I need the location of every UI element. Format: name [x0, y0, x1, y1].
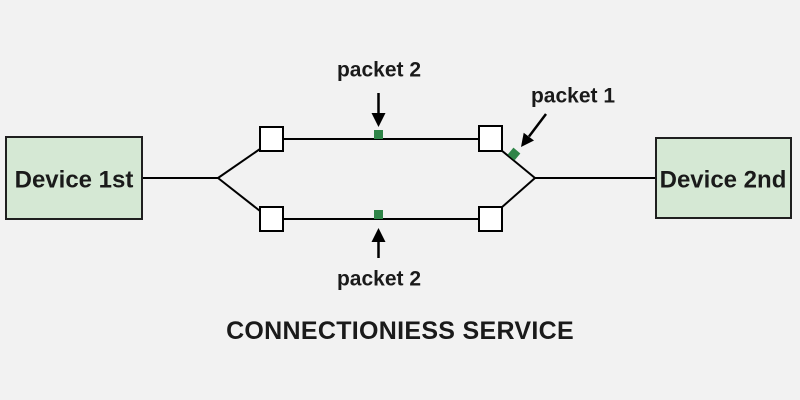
arrow-head-down-icon — [371, 113, 386, 127]
device-1-label: Device 1st — [15, 167, 134, 194]
packet-1-label: packet 1 — [531, 85, 615, 108]
packet-2-bottom-label: packet 2 — [337, 268, 421, 291]
link-bottom-right-node-to-right-fork — [500, 177, 536, 209]
link-left-fork-to-top-left-node — [217, 148, 261, 179]
arrow-head-up-icon — [371, 228, 386, 242]
device-2-label: Device 2nd — [660, 167, 787, 194]
arrow-to-top-packet — [371, 93, 386, 127]
arrow-shaft — [528, 113, 547, 138]
node-square-top-left — [259, 126, 284, 152]
device-2-box — [655, 137, 792, 219]
packet-marker-bottom — [374, 210, 383, 219]
packet-marker-right — [507, 147, 521, 161]
node-square-bottom-right — [478, 206, 503, 232]
link-left-fork-to-bottom-left-node — [217, 177, 261, 212]
link-top-right-node-to-right-fork — [500, 149, 536, 179]
packet-marker-top — [374, 130, 383, 139]
arrow-head-down-left-icon — [521, 132, 534, 147]
device-1-box — [5, 136, 143, 220]
packet-2-top-label: packet 2 — [337, 59, 421, 82]
node-square-top-right — [478, 125, 503, 152]
arrow-to-right-packet — [521, 113, 547, 147]
node-square-bottom-left — [259, 206, 284, 232]
arrow-to-bottom-packet — [371, 228, 386, 258]
diagram-title: CONNECTIONIESS SERVICE — [226, 317, 574, 345]
